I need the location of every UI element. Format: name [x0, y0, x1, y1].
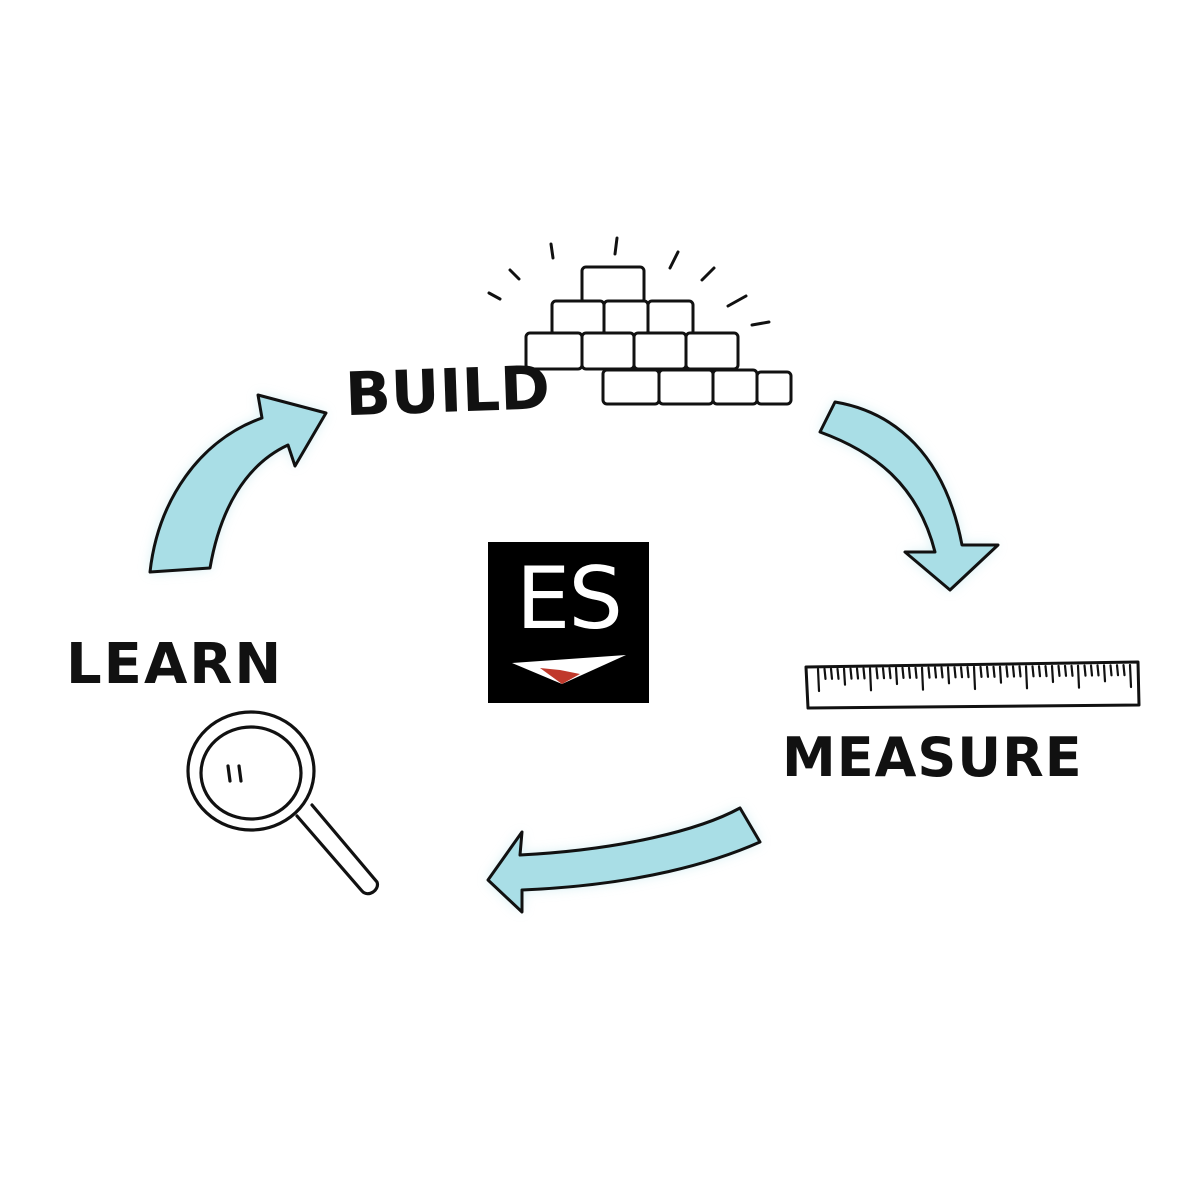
arrow-learn-to-build: [148, 393, 328, 574]
ruler-tick: [849, 667, 853, 680]
ruler-tick: [1109, 664, 1113, 677]
ruler-tick: [881, 667, 886, 680]
ruler-tick: [1128, 663, 1133, 689]
ruler-tick: [972, 665, 977, 691]
es-logo: ES: [488, 542, 649, 703]
ruler-tick: [979, 665, 983, 679]
ruler-tick: [914, 666, 918, 679]
ruler-tick: [1096, 664, 1100, 677]
arrow-measure-to-learn: [486, 806, 762, 914]
ruler-tick: [829, 667, 834, 680]
ruler-tick: [836, 667, 840, 680]
ruler-tick: [920, 666, 925, 691]
ruler-tick: [933, 666, 938, 679]
ruler-tick: [855, 667, 860, 680]
ruler-tick: [888, 666, 892, 680]
es-logo-text: ES: [516, 549, 623, 649]
sparkle-lines: [487, 236, 771, 327]
ruler-tick: [842, 667, 847, 686]
ruler-tick: [1115, 664, 1120, 677]
step-label-build: BUILD: [344, 353, 551, 430]
ruler-tick: [823, 667, 827, 681]
ruler-tick: [1037, 665, 1042, 678]
ruler-ticks: [816, 663, 1133, 693]
ruler-tick: [1050, 664, 1055, 684]
ruler-tick: [1005, 665, 1009, 678]
ruler-tick: [1057, 664, 1061, 678]
ruler-tick: [1076, 664, 1081, 689]
step-label-learn: LEARN: [66, 632, 283, 697]
ruler-tick: [1044, 664, 1048, 678]
ruler-tick: [868, 667, 873, 692]
ruler-tick: [1089, 664, 1094, 677]
ruler-tick: [1083, 664, 1087, 677]
ruler-tick: [966, 665, 970, 679]
ruler-icon: [804, 660, 1141, 710]
brick-wall-icon: [524, 265, 793, 406]
ruler-tick: [816, 667, 821, 693]
ruler-tick: [875, 667, 879, 680]
ruler-tick: [1024, 665, 1029, 690]
ruler-tick: [1063, 664, 1068, 677]
ruler-tick: [1018, 665, 1022, 678]
ruler-tick: [998, 665, 1003, 684]
ruler-tick: [901, 666, 905, 680]
ruler-tick: [1122, 663, 1126, 677]
ruler-tick: [1070, 664, 1074, 677]
ruler-tick: [907, 666, 912, 679]
ruler-tick: [992, 665, 996, 678]
ruler-tick: [985, 665, 990, 678]
ruler-tick: [959, 666, 964, 679]
ruler-tick: [953, 666, 957, 679]
ruler-tick: [1102, 664, 1107, 683]
logo-chevron-icon: [512, 655, 626, 684]
magnifying-glass-icon: [186, 710, 380, 896]
ruler-tick: [894, 666, 899, 686]
ruler-tick: [1031, 665, 1035, 678]
ruler-tick: [1011, 665, 1016, 678]
ruler-tick: [927, 666, 931, 679]
ruler-tick: [862, 667, 866, 680]
ruler-tick: [946, 666, 951, 685]
arrow-build-to-measure: [818, 400, 1000, 592]
step-label-measure: MEASURE: [782, 726, 1083, 789]
ruler-tick: [940, 666, 944, 679]
